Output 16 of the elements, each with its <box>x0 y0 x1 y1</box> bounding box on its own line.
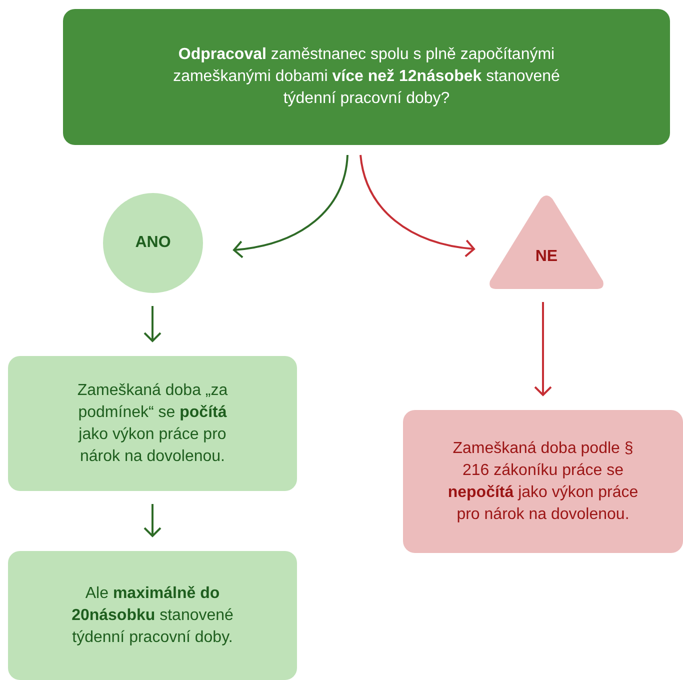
arrow <box>144 504 162 537</box>
arrow <box>144 306 162 342</box>
arrow <box>534 302 552 396</box>
result-box <box>8 356 297 491</box>
node-text: Zameškaná doba „za podmínek“ se počítá jako výkon práce pro nárok na dovolenou. <box>76 380 229 466</box>
node-text: Zameškaná doba podle § 216 zákoníku práce se nepočítá jako výkon práce pro nárok na dovolenou. <box>446 438 640 524</box>
node-text: NE <box>535 247 558 267</box>
node-text: Ale maximálně do 20násobku stanovené týdenní pracovní doby. <box>70 584 234 648</box>
arrow <box>360 154 475 257</box>
result-box <box>403 410 683 553</box>
node-text: Odpracoval zaměstnanec spolu s plně započítanými zameškanými dobami více než 12násobek stanovené týdenní pracovní doby? <box>172 45 561 109</box>
question-box <box>63 9 670 145</box>
result-box <box>8 551 297 680</box>
arrow <box>233 154 348 258</box>
answer-triangle <box>488 195 605 289</box>
node-text: ANO <box>135 233 171 253</box>
